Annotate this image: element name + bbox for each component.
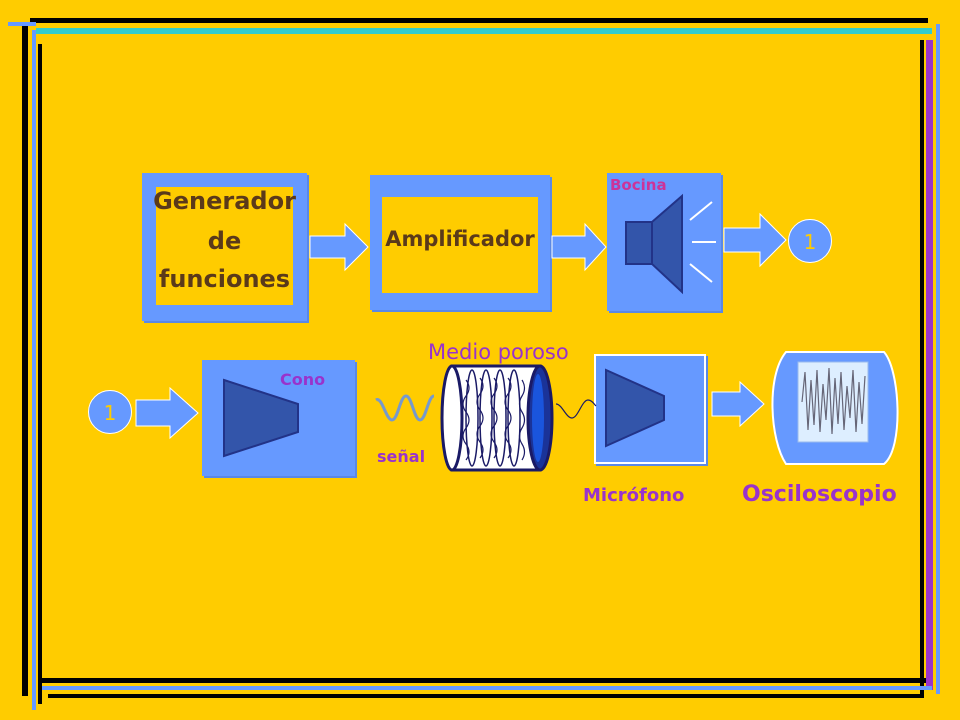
amplifier-block: Amplificador [370,175,550,310]
generator-inner [156,187,293,305]
frame-bottom-dark-2 [48,694,924,698]
frame-left-blue [32,30,36,710]
connector-in-circle: 1 [88,390,132,434]
generator-block: Generador de funciones [142,173,307,321]
generator-line-2: de [207,227,242,255]
transmitted-wave [555,399,597,419]
cone-label: Cono [280,370,326,389]
frame-left-dark-2 [38,44,42,704]
arrow-amplifier-to-speaker [551,222,607,272]
frame-right-purple [926,40,933,690]
speaker-icon [625,193,716,295]
amplifier-inner [382,197,538,293]
microphone-cone [605,368,665,448]
arrow-connector-to-cone [135,386,199,440]
amplifier-label: Amplificador [385,227,535,251]
speaker-label: Bocina [610,176,667,194]
oscilloscope-icon [771,351,899,465]
frame-top-dark [30,18,928,23]
generator-line-3: funciones [158,265,291,293]
arrow-generator-to-amplifier [309,222,369,272]
frame-bottom-blue [42,686,932,690]
frame-top-blue [8,22,36,26]
frame-top-cyan [36,28,932,34]
frame-bottom-dark [42,678,926,683]
frame-right-dark [920,40,924,696]
connector-out-circle: 1 [788,219,832,263]
frame-right-blue [936,24,940,694]
oscilloscope-trace [801,367,866,435]
oscilloscope-label: Osciloscopio [742,482,897,507]
arrow-microphone-to-oscilloscope [711,380,765,428]
generator-line-1: Generador [153,187,296,215]
signal-label: señal [377,447,426,466]
microphone-label: Micrófono [583,485,685,506]
porous-medium-label: Medio poroso [428,340,569,364]
arrow-speaker-to-connector [723,212,787,268]
cone-shape [223,378,299,458]
signal-wave [375,394,435,422]
porous-cylinder [440,364,554,472]
frame-left-dark [22,26,28,696]
